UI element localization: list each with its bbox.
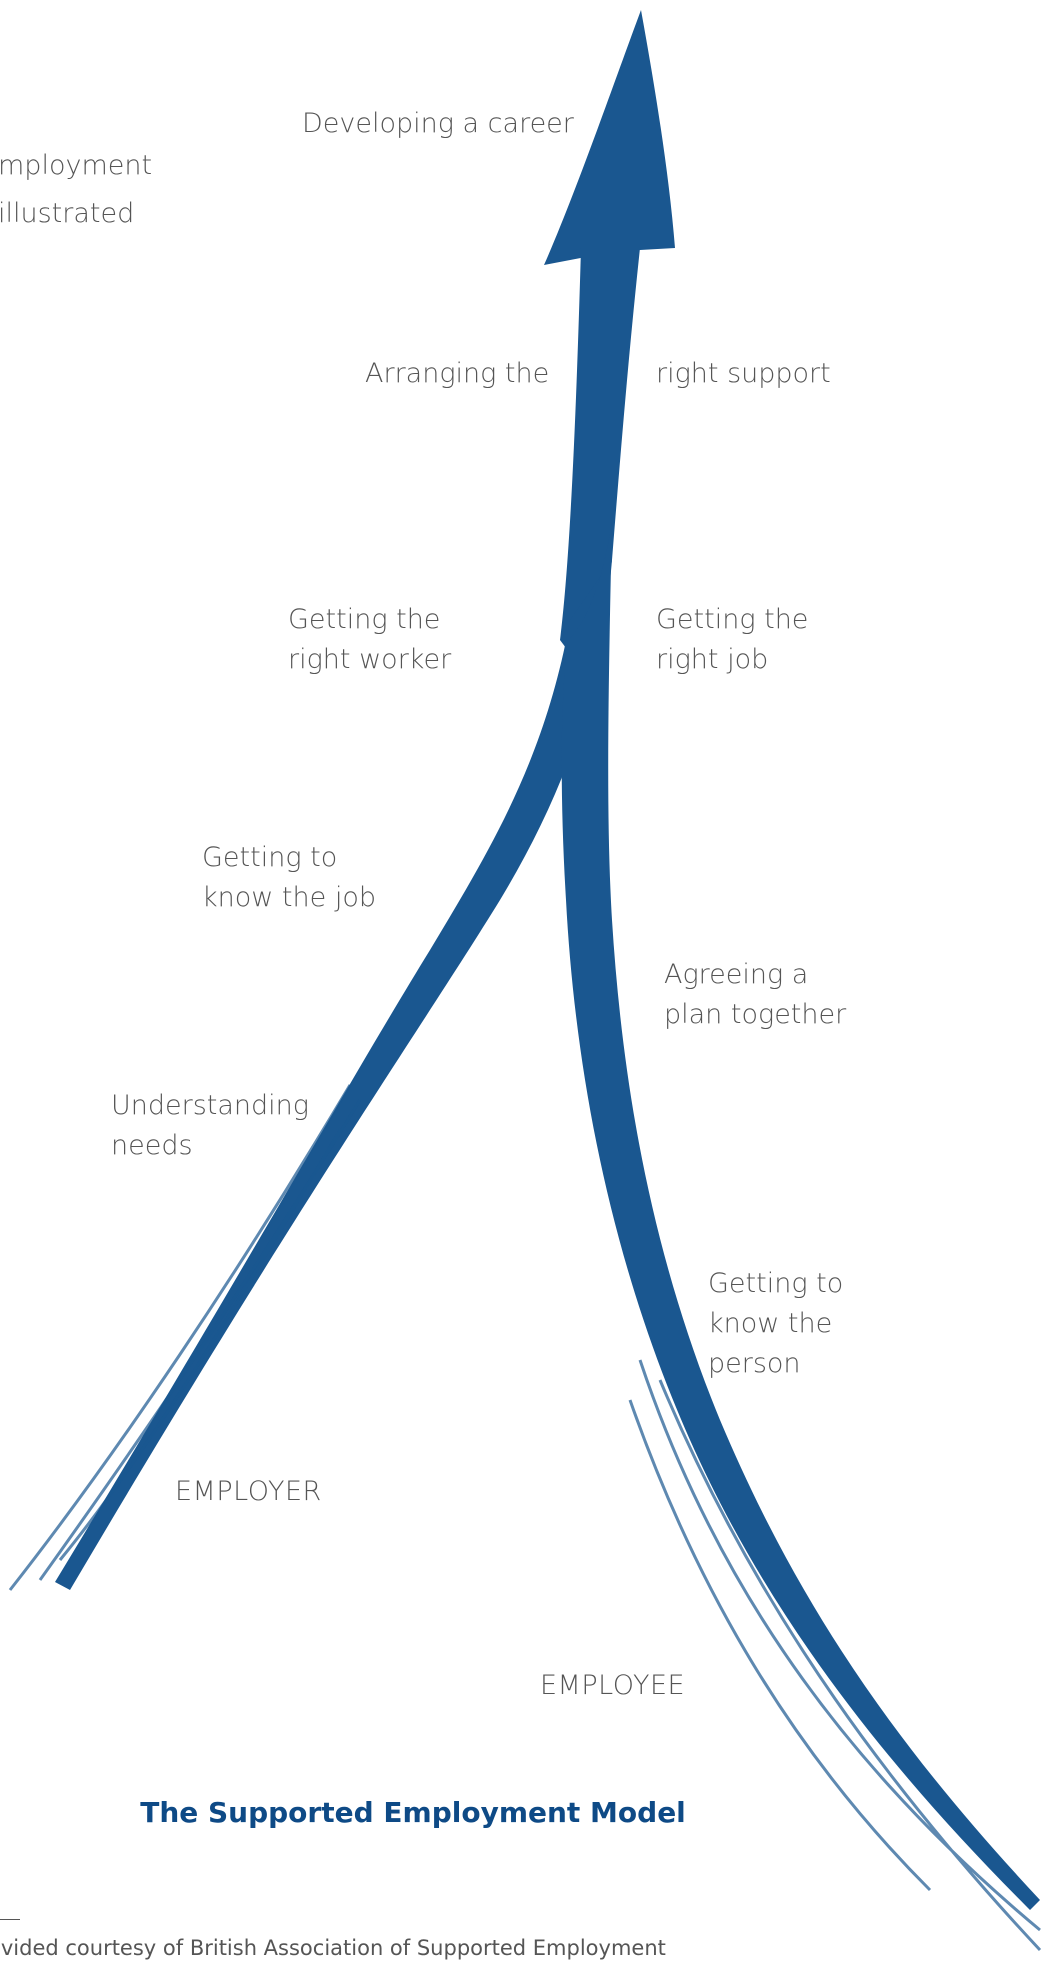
step-agreeing-plan-line-1: Agreeing a	[664, 959, 809, 990]
step-know-person: Getting to know the person	[708, 1264, 843, 1384]
arrow-shaft	[560, 248, 640, 660]
step-developing-career: Developing a career	[302, 108, 574, 139]
step-right-worker: Getting the right worker	[288, 600, 451, 680]
step-know-job-line-2: know the job	[202, 882, 376, 913]
employer-stroke	[55, 560, 612, 1590]
step-know-person-line-2: know the	[708, 1308, 833, 1339]
employee-stroke	[561, 520, 1040, 1910]
step-arranging-left: Arranging the	[365, 358, 550, 389]
role-employee: EMPLOYEE	[540, 1670, 686, 1701]
employer-brush-streaks	[8, 1084, 362, 1591]
step-know-person-line-3: person	[708, 1348, 801, 1379]
step-right-job: Getting the right job	[656, 600, 808, 680]
step-understanding-needs-line-1: Understanding	[111, 1090, 309, 1121]
step-right-worker-line-2: right worker	[288, 644, 452, 675]
step-right-job-line-1: Getting the	[656, 604, 809, 635]
step-know-person-line-1: Getting to	[708, 1268, 844, 1299]
step-understanding-needs: Understanding needs	[111, 1086, 309, 1166]
footnote: ovided courtesy of British Association o…	[0, 1936, 666, 1960]
step-agreeing-plan-line-2: plan together	[664, 999, 847, 1030]
arrow-head	[544, 10, 675, 265]
role-employer: EMPLOYER	[175, 1476, 322, 1507]
footnote-divider	[0, 1919, 20, 1920]
employee-brush-streaks	[628, 1359, 1042, 1952]
intro-line-1: mployment	[0, 150, 153, 181]
step-know-job-line-1: Getting to	[202, 842, 338, 873]
diagram-title: The Supported Employment Model	[140, 1796, 686, 1829]
intro-line-2: illustrated	[0, 198, 135, 229]
step-arranging-right: right support	[656, 358, 831, 389]
step-understanding-needs-line-2: needs	[111, 1130, 193, 1161]
step-agreeing-plan: Agreeing a plan together	[664, 955, 846, 1035]
step-know-job: Getting to know the job	[202, 838, 376, 918]
step-right-worker-line-1: Getting the	[288, 604, 441, 635]
step-right-job-line-2: right job	[656, 644, 769, 675]
